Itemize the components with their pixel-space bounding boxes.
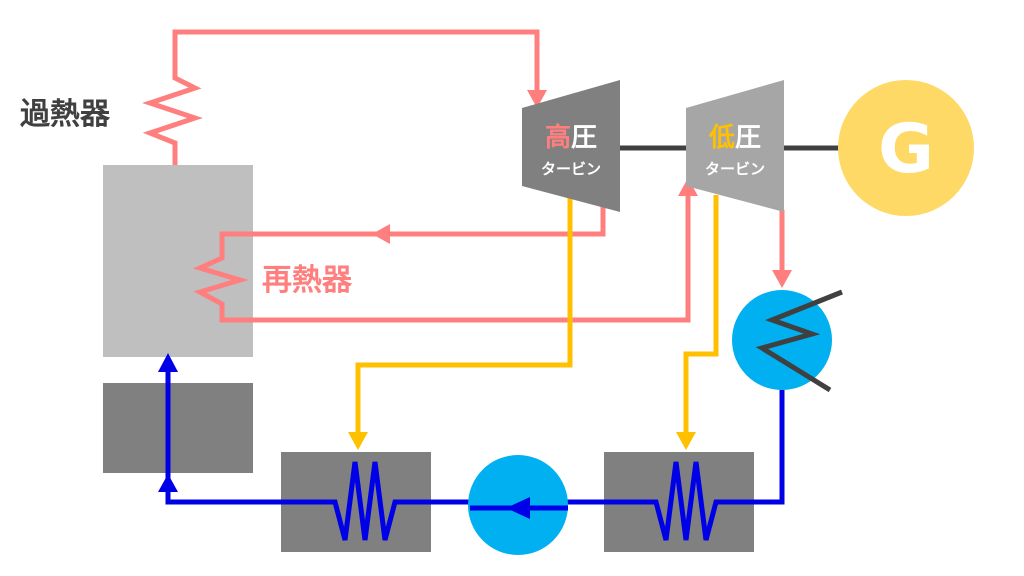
lp-turbine-label-accent: 低 (708, 123, 735, 153)
water-arrow-boiler-upper (158, 353, 178, 372)
reheater-label: 再熱器 (262, 263, 353, 298)
steam-arrow-condenser (772, 270, 792, 288)
hp-turbine-label-accent: 高 (545, 122, 571, 153)
generator-label: G (878, 110, 934, 189)
hp-turbine-label-line1: 高圧 (545, 122, 597, 153)
steam-arrow-lp-inlet (678, 178, 698, 196)
condenser-coil (755, 289, 843, 393)
boiler-upper (103, 165, 253, 357)
lp-turbine-label-line2: タービン (705, 160, 765, 178)
lp-turbine-label-line1: 低圧 (708, 123, 761, 153)
lp-turbine (686, 80, 784, 212)
steam-arrow-hp-inlet (527, 90, 547, 108)
lp-extraction-line (683, 195, 719, 432)
reheat-line-to-boiler (192, 195, 691, 323)
hp-extraction-line (355, 195, 573, 432)
superheater-steam-line (142, 29, 540, 165)
hp-turbine-label-line2: タービン (541, 160, 601, 178)
water-arrow-pump (506, 497, 530, 519)
lp-turbine-label-rest: 圧 (735, 123, 761, 153)
hp-turbine-label-rest: 圧 (571, 123, 597, 153)
steam-arrow-reheat (372, 224, 390, 244)
water-arrow-boiler-lower (158, 474, 178, 492)
boiler-lower (103, 383, 253, 473)
extraction-arrow-lp-heater (676, 432, 696, 450)
hp-turbine (522, 80, 620, 212)
generator (838, 80, 974, 216)
extraction-arrow-hp-heater (348, 432, 368, 450)
superheater-label: 過熱器 (20, 97, 111, 132)
